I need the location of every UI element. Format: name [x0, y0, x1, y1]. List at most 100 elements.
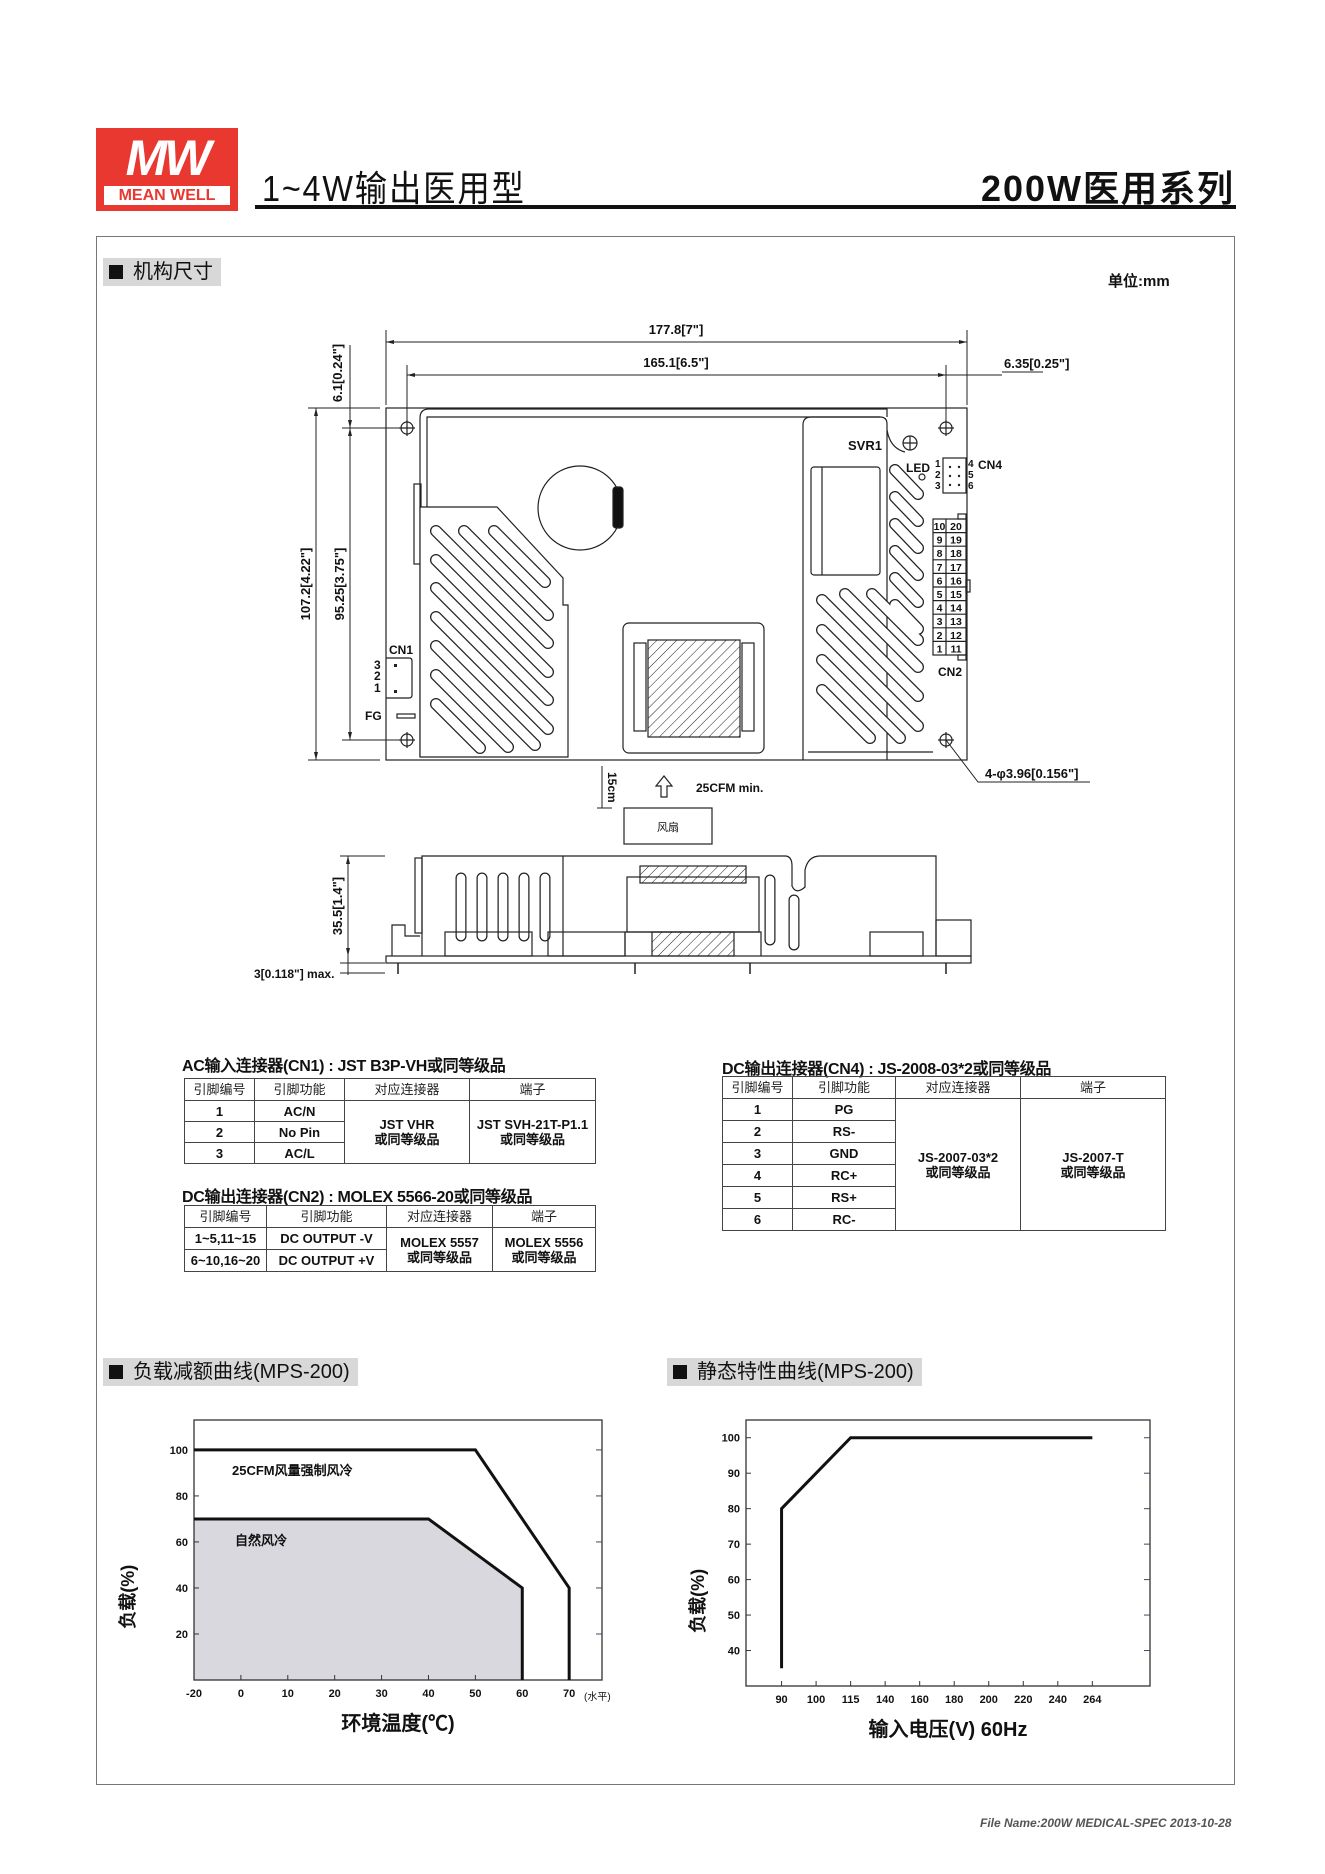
cn4-table-title: DC输出连接器(CN4) : JS-2008-03*2或同等级品: [722, 1061, 1052, 1078]
table-header: 端子: [492, 1205, 596, 1228]
x-axis-label: 环境温度(℃): [341, 1711, 454, 1735]
series-line-0: [194, 1448, 571, 1680]
right-window: [810, 466, 881, 576]
cn2-pin-label: 6: [937, 575, 943, 587]
side-view: 35.5[1.4"] 3[0.118"] max.: [254, 855, 972, 981]
cn2-pin-label: 7: [937, 562, 943, 574]
y-tick-label: 100: [722, 1433, 740, 1445]
doc-subtitle: 1~4W输出医用型: [262, 168, 526, 209]
cn4-label: CN4: [978, 458, 1002, 472]
cn1-table-title: AC输入连接器(CN1) : JST B3P-VH或同等级品: [182, 1058, 506, 1075]
x-tick-label: 60: [516, 1688, 528, 1700]
dimension-lines: [308, 330, 1090, 783]
left-heatsink-slots: [430, 525, 554, 754]
pin-function: DC OUTPUT -V: [266, 1227, 387, 1250]
x-tick-label: 90: [775, 1694, 787, 1706]
unit-label: 单位:mm: [1108, 273, 1170, 290]
led-label: LED: [906, 461, 930, 475]
cn1-pin-label: 1: [374, 681, 381, 695]
x-tick-label: 220: [1014, 1694, 1032, 1706]
cn4-connector: [942, 457, 967, 494]
dim-fan-distance: 15cm: [605, 772, 619, 803]
cn2-label: CN2: [938, 665, 962, 679]
pin-function: RS-: [792, 1120, 896, 1143]
right-heatsink-slots: [816, 464, 924, 744]
pcb-outline: [385, 407, 968, 761]
x-tick-label: 264: [1083, 1694, 1102, 1706]
table-header: 引脚编号: [184, 1205, 267, 1228]
cn2-pin-label: 8: [937, 548, 943, 560]
dim-right-offset: 6.35[0.25"]: [1004, 356, 1069, 371]
pin-number: 6: [722, 1208, 793, 1231]
dim-mounting-holes: 4-φ3.96[0.156"]: [985, 766, 1079, 781]
x-tick-label: 160: [911, 1694, 929, 1706]
series-line-1: [194, 1517, 524, 1680]
pin-function: AC/N: [254, 1100, 345, 1122]
plot-frame: [745, 1419, 1151, 1687]
x-tick-label: 50: [469, 1688, 481, 1700]
cn2-pin-label: 2: [937, 630, 943, 642]
cn2-pin-label: 14: [950, 603, 962, 615]
pin-function: RC-: [792, 1208, 896, 1231]
x-tick-label: 240: [1049, 1694, 1067, 1706]
cn2-pin-label: 9: [937, 535, 943, 547]
cn2-pin-label: 5: [937, 589, 943, 601]
mean-well-logo: MW MEAN WELL: [96, 128, 238, 211]
footer-file-name: File Name:200W MEDICAL-SPEC 2013-10-28: [980, 1816, 1232, 1830]
pin-function: AC/L: [254, 1142, 345, 1164]
fg-label: FG: [365, 709, 382, 723]
table-header: 引脚功能: [254, 1078, 345, 1101]
capacitor-sleeve: [612, 486, 624, 529]
terminal-line: JST SVH-21T-P1.1: [476, 1117, 589, 1132]
dim-total-width: 107.2[4.22"]: [298, 548, 313, 621]
transformer-clip-r: [741, 642, 755, 732]
fan-label: 风扇: [657, 820, 679, 834]
mating-line: MOLEX 5557: [400, 1234, 479, 1250]
cn1-pin-label: 2: [374, 669, 381, 683]
cn2-pin-label: 3: [937, 616, 943, 628]
mating-line: 或同等级品: [406, 1249, 472, 1265]
cn4-pin-label: 1: [935, 459, 941, 470]
pin-number: 3: [184, 1142, 255, 1164]
series-label: 自然风冷: [235, 1533, 287, 1548]
logo-text: MEAN WELL: [104, 186, 230, 205]
mating-line: JST VHR: [379, 1117, 435, 1132]
y-tick-label: 40: [176, 1583, 188, 1595]
cn2-pin-label: 13: [950, 616, 962, 628]
x-tick-label: 30: [375, 1688, 387, 1700]
table-header: 引脚编号: [722, 1076, 793, 1099]
airflow-arrow-icon: [654, 775, 674, 798]
svr1-label: SVR1: [848, 438, 882, 453]
airflow-diagram: 15cm 25CFM min. 风扇: [597, 766, 763, 845]
cn2-pin-label: 1: [937, 643, 943, 655]
x-tick-label: 10: [282, 1688, 294, 1700]
pin-function: No Pin: [254, 1121, 345, 1143]
x-tick-label: 100: [807, 1694, 825, 1706]
y-tick-label: 20: [176, 1629, 188, 1641]
terminal-line: MOLEX 5556: [504, 1234, 584, 1250]
cn2-pin-label: 4: [937, 603, 943, 615]
y-axis-label: 负载(%): [687, 1569, 708, 1633]
y-tick-label: 70: [728, 1539, 740, 1551]
side-connector: [935, 919, 972, 957]
x-tick-label: 115: [842, 1694, 860, 1706]
mating-line: JS-2007-03*2: [917, 1149, 999, 1165]
cn2-table-title: DC输出连接器(CN2) : MOLEX 5566-20或同等级品: [182, 1189, 533, 1206]
y-tick-label: 40: [728, 1646, 740, 1658]
cn2-pin-label: 19: [950, 535, 962, 547]
dim-hole-pitch-x: 165.1[6.5"]: [643, 355, 708, 370]
